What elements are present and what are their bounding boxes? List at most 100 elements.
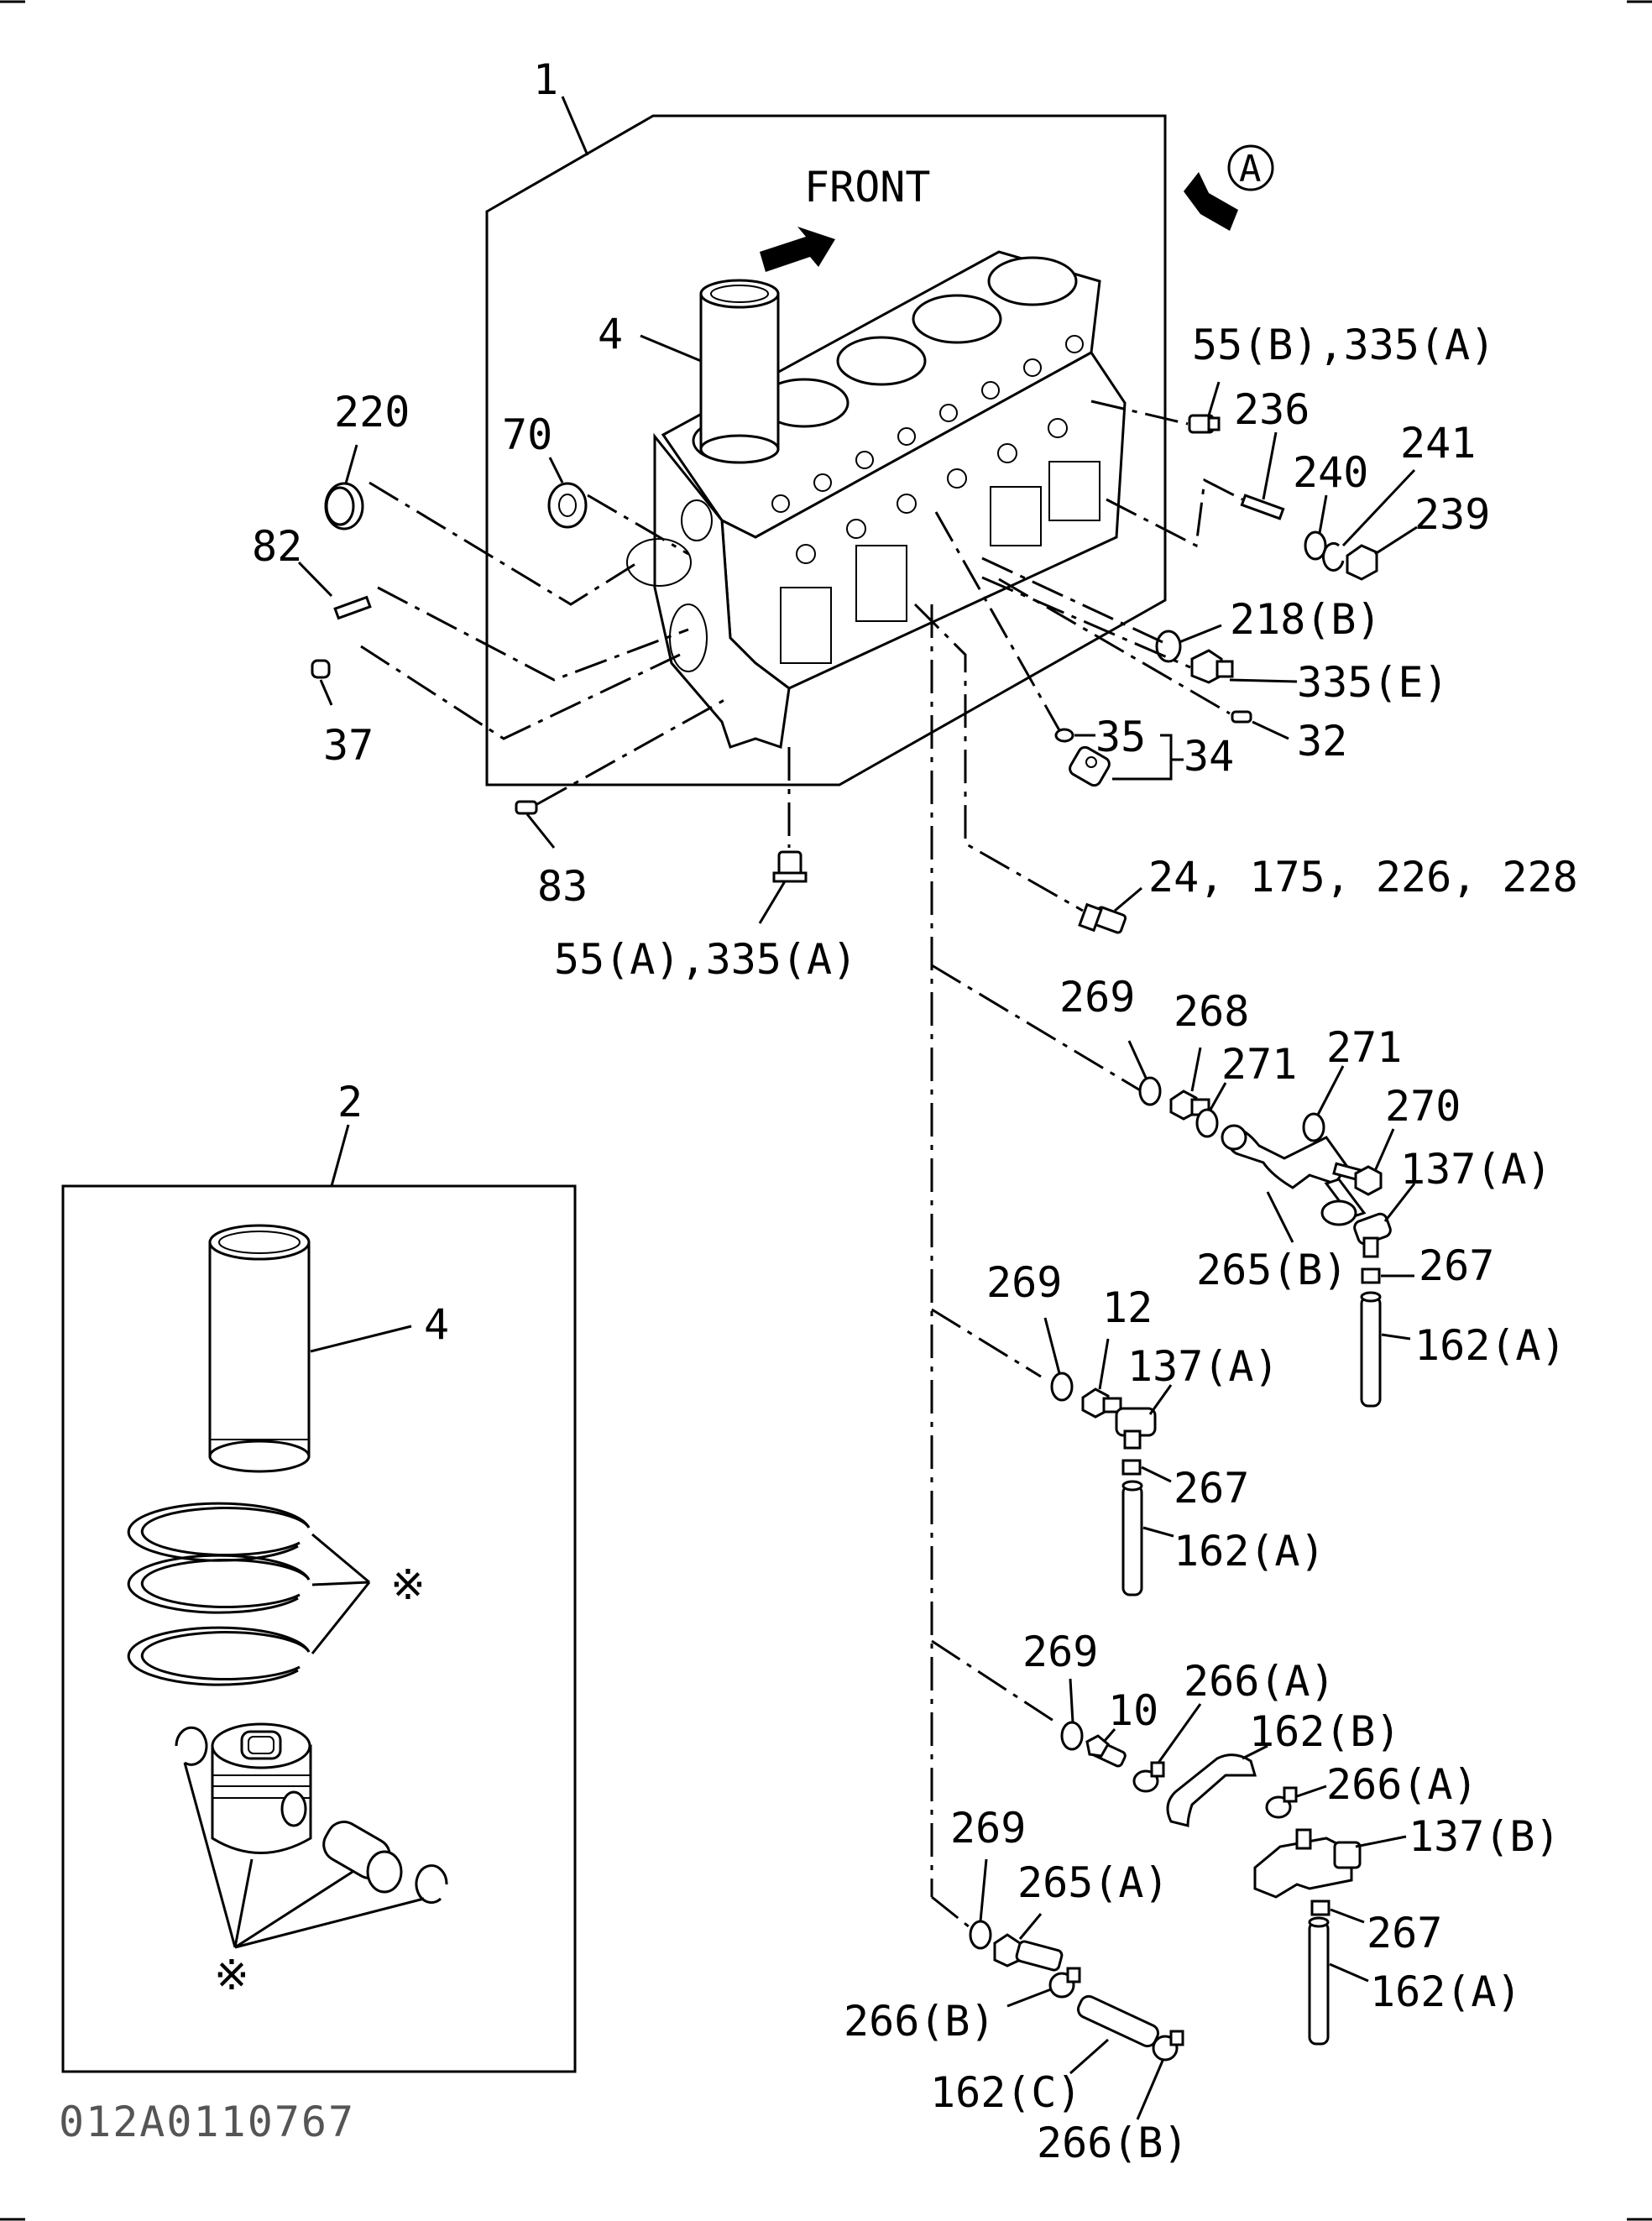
callout-37: 37	[323, 721, 374, 770]
leader-266a-2	[1296, 1785, 1327, 1798]
callout-266b-1: 266(B)	[844, 1997, 996, 2046]
piston-pin	[322, 1821, 403, 1894]
callout-162c: 162(C)	[930, 2068, 1082, 2117]
leader-269-4	[979, 1858, 988, 1922]
fitting-137a-1	[1353, 1212, 1392, 1258]
callout-162a-1: 162(A)	[1414, 1321, 1566, 1370]
ring-35	[1054, 728, 1074, 743]
clamp-266a-2	[1265, 1786, 1298, 1819]
callout-239: 239	[1414, 490, 1490, 539]
callout-268: 268	[1174, 987, 1249, 1036]
clip-267-1	[1361, 1267, 1381, 1284]
callout-1: 1	[533, 55, 558, 104]
callout-55a-335a: 55(A),335(A)	[554, 935, 857, 984]
leader-266b-2	[1136, 2060, 1164, 2120]
leader-55b-dash	[1090, 400, 1189, 426]
leader-269-2	[1043, 1317, 1061, 1374]
callout-137b: 137(B)	[1409, 1812, 1561, 1861]
leader-37-dash	[360, 645, 681, 740]
leader-266b-1	[1006, 1988, 1052, 2008]
callout-24-175-226-228: 24, 175, 226, 228	[1148, 853, 1578, 901]
leader-218b	[1179, 624, 1222, 644]
leader-32-dash	[998, 577, 1231, 715]
ring-241	[1322, 541, 1345, 572]
leader-162c	[1069, 2038, 1109, 2075]
pin-83	[515, 800, 538, 815]
callout-271-1: 271	[1221, 1040, 1297, 1089]
piston-kit-box	[61, 1184, 577, 2073]
view-marker-circle	[1227, 144, 1274, 191]
callout-271-2: 271	[1326, 1023, 1402, 1072]
leader-220-dash	[369, 481, 639, 606]
bracket-34	[1112, 734, 1173, 781]
front-arrow-icon	[760, 227, 835, 272]
leader-82-dash	[377, 586, 689, 682]
fitting-265a	[993, 1933, 1064, 1972]
callout-4-main: 4	[598, 310, 623, 358]
leader-70-dash	[587, 494, 689, 556]
callout-4-kit: 4	[424, 1300, 449, 1349]
callout-269-3: 269	[1022, 1628, 1098, 1676]
leader-group3-dash	[931, 1639, 1054, 1722]
leader-55a	[758, 881, 787, 924]
leader-271-1	[1209, 1082, 1227, 1110]
cylinder-liner-installed	[699, 279, 780, 464]
washer-269-4	[969, 1920, 992, 1950]
hose-162b	[1166, 1753, 1257, 1827]
callout-35: 35	[1095, 713, 1146, 761]
leader-24	[1114, 886, 1142, 912]
bolt-270	[1332, 1162, 1383, 1196]
callout-236: 236	[1234, 385, 1310, 434]
drawing-code: 012A0110767	[59, 2098, 355, 2146]
leader-269-3	[1069, 1678, 1074, 1723]
circlip-right	[415, 1864, 448, 1905]
clip-267-2	[1121, 1459, 1142, 1476]
leader-82	[297, 561, 333, 598]
leader-32	[1252, 720, 1289, 740]
plug-335e	[1190, 649, 1234, 684]
pipe-162a-1	[1360, 1291, 1382, 1408]
callout-265a: 265(A)	[1017, 1858, 1169, 1907]
piston	[211, 1722, 312, 1854]
callout-162a-3: 162(A)	[1370, 1968, 1522, 2016]
callout-55b-335a: 55(B),335(A)	[1192, 321, 1495, 369]
leader-162b	[1242, 1744, 1268, 1760]
stud-236	[1240, 494, 1285, 520]
bolt-12	[1081, 1387, 1122, 1419]
leader-268	[1190, 1047, 1202, 1092]
rings-leaders	[311, 1533, 371, 1654]
pipe-162a-2	[1121, 1480, 1143, 1597]
leader-270	[1373, 1128, 1395, 1172]
callout-10: 10	[1108, 1686, 1158, 1735]
washer-218b	[1155, 630, 1182, 663]
leader-55b	[1207, 381, 1221, 416]
leader-162a-3	[1329, 1962, 1369, 1983]
leader-35-dash	[934, 511, 1061, 731]
callout-270: 270	[1385, 1082, 1461, 1131]
leader-70	[548, 457, 564, 483]
seal-70	[547, 482, 588, 529]
plug-55b	[1188, 414, 1221, 434]
leader-267-3	[1330, 1908, 1365, 1924]
star-mark-piston: ※	[214, 1951, 249, 1999]
callout-269-4: 269	[950, 1804, 1026, 1853]
clip-267-3	[1310, 1900, 1330, 1916]
fitting-137b	[1253, 1828, 1362, 1899]
circlip-left	[175, 1726, 208, 1766]
callout-241: 241	[1400, 419, 1476, 468]
callout-162b: 162(B)	[1249, 1707, 1401, 1756]
callout-265b: 265(B)	[1196, 1246, 1348, 1294]
callout-70: 70	[502, 410, 552, 459]
fitting-137a-2	[1115, 1407, 1157, 1450]
pin-82	[333, 595, 372, 620]
washer-271-1	[1195, 1108, 1219, 1138]
leader-162a-2	[1142, 1526, 1174, 1538]
leader-240	[1318, 494, 1328, 534]
callout-83: 83	[537, 862, 588, 911]
washer-269-1	[1138, 1076, 1162, 1106]
view-marker-label: A	[1239, 148, 1262, 191]
pipe-162c	[1076, 1994, 1160, 2048]
piston-rings	[127, 1502, 311, 1686]
